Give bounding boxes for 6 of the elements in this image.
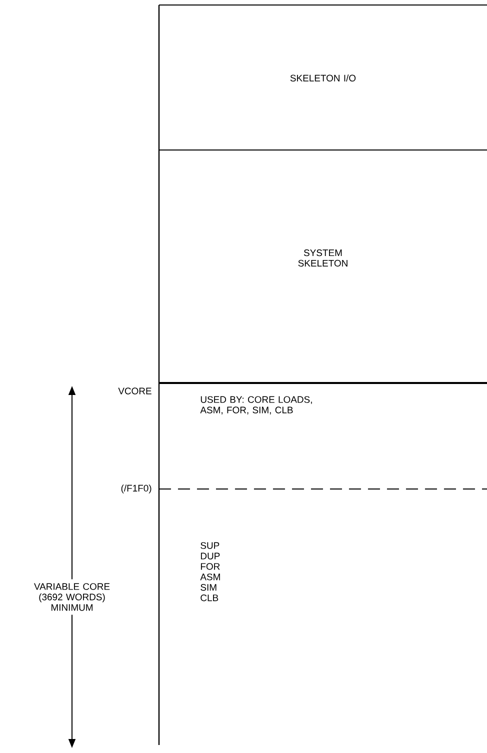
memory-band: SKELETON I/O: [158, 4, 487, 82]
dimension-label: VARIABLE CORE (3692 WORDS) MINIMUM: [31, 579, 113, 615]
memory-band: SUP DUP FOR ASM SIM CLB: [158, 488, 487, 602]
memory-band: USED BY: CORE LOADS, ASM, FOR, SIM, CLB: [159, 382, 487, 414]
memory-band: SYSTEM SKELETON: [158, 150, 487, 267]
boundary-label: (/F1F0): [121, 484, 152, 494]
